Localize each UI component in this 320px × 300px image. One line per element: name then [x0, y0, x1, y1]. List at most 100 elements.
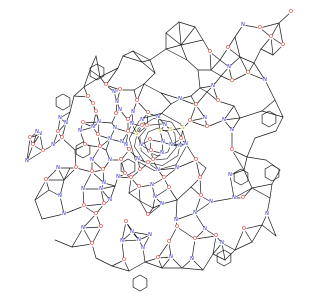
bond-line	[165, 44, 182, 50]
macrocycle-ring	[143, 127, 173, 157]
atom-n-label: N	[123, 142, 129, 148]
atom-label-background	[240, 22, 246, 28]
atom-label-background	[174, 165, 180, 171]
atom-symbol: N	[108, 136, 112, 142]
atom-n-label: N	[117, 107, 123, 113]
atom-label-background	[121, 257, 127, 263]
atom-label-background	[107, 197, 113, 203]
bond-line	[178, 21, 196, 28]
atom-label-background	[119, 139, 125, 145]
bond-line	[132, 50, 151, 61]
atom-o-label: O	[136, 184, 142, 190]
atom-symbol: O	[41, 148, 45, 154]
atom-o-label: O	[89, 169, 95, 175]
atom-o-label: O	[193, 157, 199, 163]
atom-label-background	[129, 229, 135, 235]
atom-symbol: N	[99, 186, 103, 192]
atom-label-background	[50, 142, 56, 148]
atom-symbol: O	[156, 255, 160, 261]
atom-label-background	[128, 175, 134, 181]
atom-n-label: N	[162, 122, 168, 128]
atom-n-label: N	[168, 142, 174, 148]
bond-line	[251, 187, 271, 199]
atom-label-background	[155, 255, 161, 261]
atom-symbol: O	[123, 171, 127, 177]
atom-symbol: O	[138, 167, 142, 173]
bond-line	[91, 226, 102, 245]
atom-symbol: N	[140, 117, 144, 123]
atom-symbol: O	[135, 98, 139, 104]
bond-line	[71, 227, 84, 248]
atom-symbol: O	[146, 110, 150, 116]
atom-symbol: O	[289, 9, 293, 15]
atom-label-background	[240, 195, 246, 201]
atom-symbol: N	[222, 117, 226, 123]
atom-label-background	[134, 131, 140, 137]
atom-label-background	[262, 77, 268, 83]
bond-line	[149, 48, 167, 61]
bond-line	[212, 253, 226, 261]
atom-o-label: O	[229, 78, 235, 84]
atom-label-background	[117, 107, 123, 113]
bond-line	[178, 21, 182, 46]
atom-n-label: N	[208, 199, 214, 205]
atom-o-label: O	[192, 236, 198, 242]
bond-line	[260, 36, 272, 50]
atom-label-background	[136, 184, 142, 190]
atom-n-label: N	[226, 64, 232, 70]
atom-symbol: N	[230, 127, 234, 133]
atom-symbol: O	[90, 169, 94, 175]
atom-n-label: N	[89, 157, 95, 163]
atom-symbol: O	[114, 111, 118, 117]
atom-label-background	[90, 124, 96, 130]
atom-label-background	[219, 240, 225, 246]
bond-line	[160, 92, 181, 100]
bond-line	[234, 36, 241, 58]
bond-line	[223, 117, 241, 121]
atom-label-background	[177, 143, 183, 149]
bond-line	[121, 239, 140, 242]
atom-symbol: N	[56, 165, 60, 171]
atom-n-label: N	[177, 143, 183, 149]
bond-line	[231, 72, 249, 82]
atom-symbol: N	[130, 121, 134, 127]
atom-o-label: O	[166, 239, 172, 245]
atom-label-background	[189, 256, 195, 262]
atom-o-label: O	[113, 111, 119, 117]
atom-symbol: O	[151, 157, 155, 163]
bond-line	[266, 213, 277, 237]
atom-symbol: O	[118, 87, 122, 93]
atom-n-label: N	[107, 197, 113, 203]
bond-line	[34, 199, 43, 220]
atom-label-background	[147, 137, 153, 143]
atom-symbol: N	[156, 114, 160, 120]
atom-o-label: O	[193, 102, 199, 108]
atom-label-background	[85, 94, 91, 100]
atom-label-background	[123, 142, 129, 148]
atom-n-label: N	[111, 89, 117, 95]
atom-n-label: N	[129, 121, 135, 127]
atom-symbol: O	[198, 175, 202, 181]
bond-line	[209, 51, 212, 71]
bond-line	[210, 59, 221, 71]
bond-line	[239, 110, 263, 119]
atom-n-label: N	[136, 237, 142, 243]
atom-label-background	[174, 224, 180, 230]
atom-n-label: N	[140, 245, 146, 251]
bond-line	[224, 249, 236, 261]
bond-line	[73, 86, 85, 97]
atom-o-label: O	[148, 148, 154, 154]
atom-symbol: O	[194, 102, 198, 108]
atom-o-label: O	[229, 147, 235, 153]
atom-label-background	[226, 64, 232, 70]
atom-n-label: N	[61, 211, 67, 217]
atom-o-label: O	[241, 226, 247, 232]
bond-line	[180, 26, 196, 46]
atom-label-background	[107, 157, 113, 163]
atom-symbol: O	[246, 70, 250, 76]
atom-symbol: S	[181, 125, 184, 131]
atom-symbol: N	[178, 96, 182, 102]
atom-n-label: N	[183, 141, 189, 147]
atom-label-background	[204, 124, 210, 130]
atom-label-background	[122, 171, 128, 177]
